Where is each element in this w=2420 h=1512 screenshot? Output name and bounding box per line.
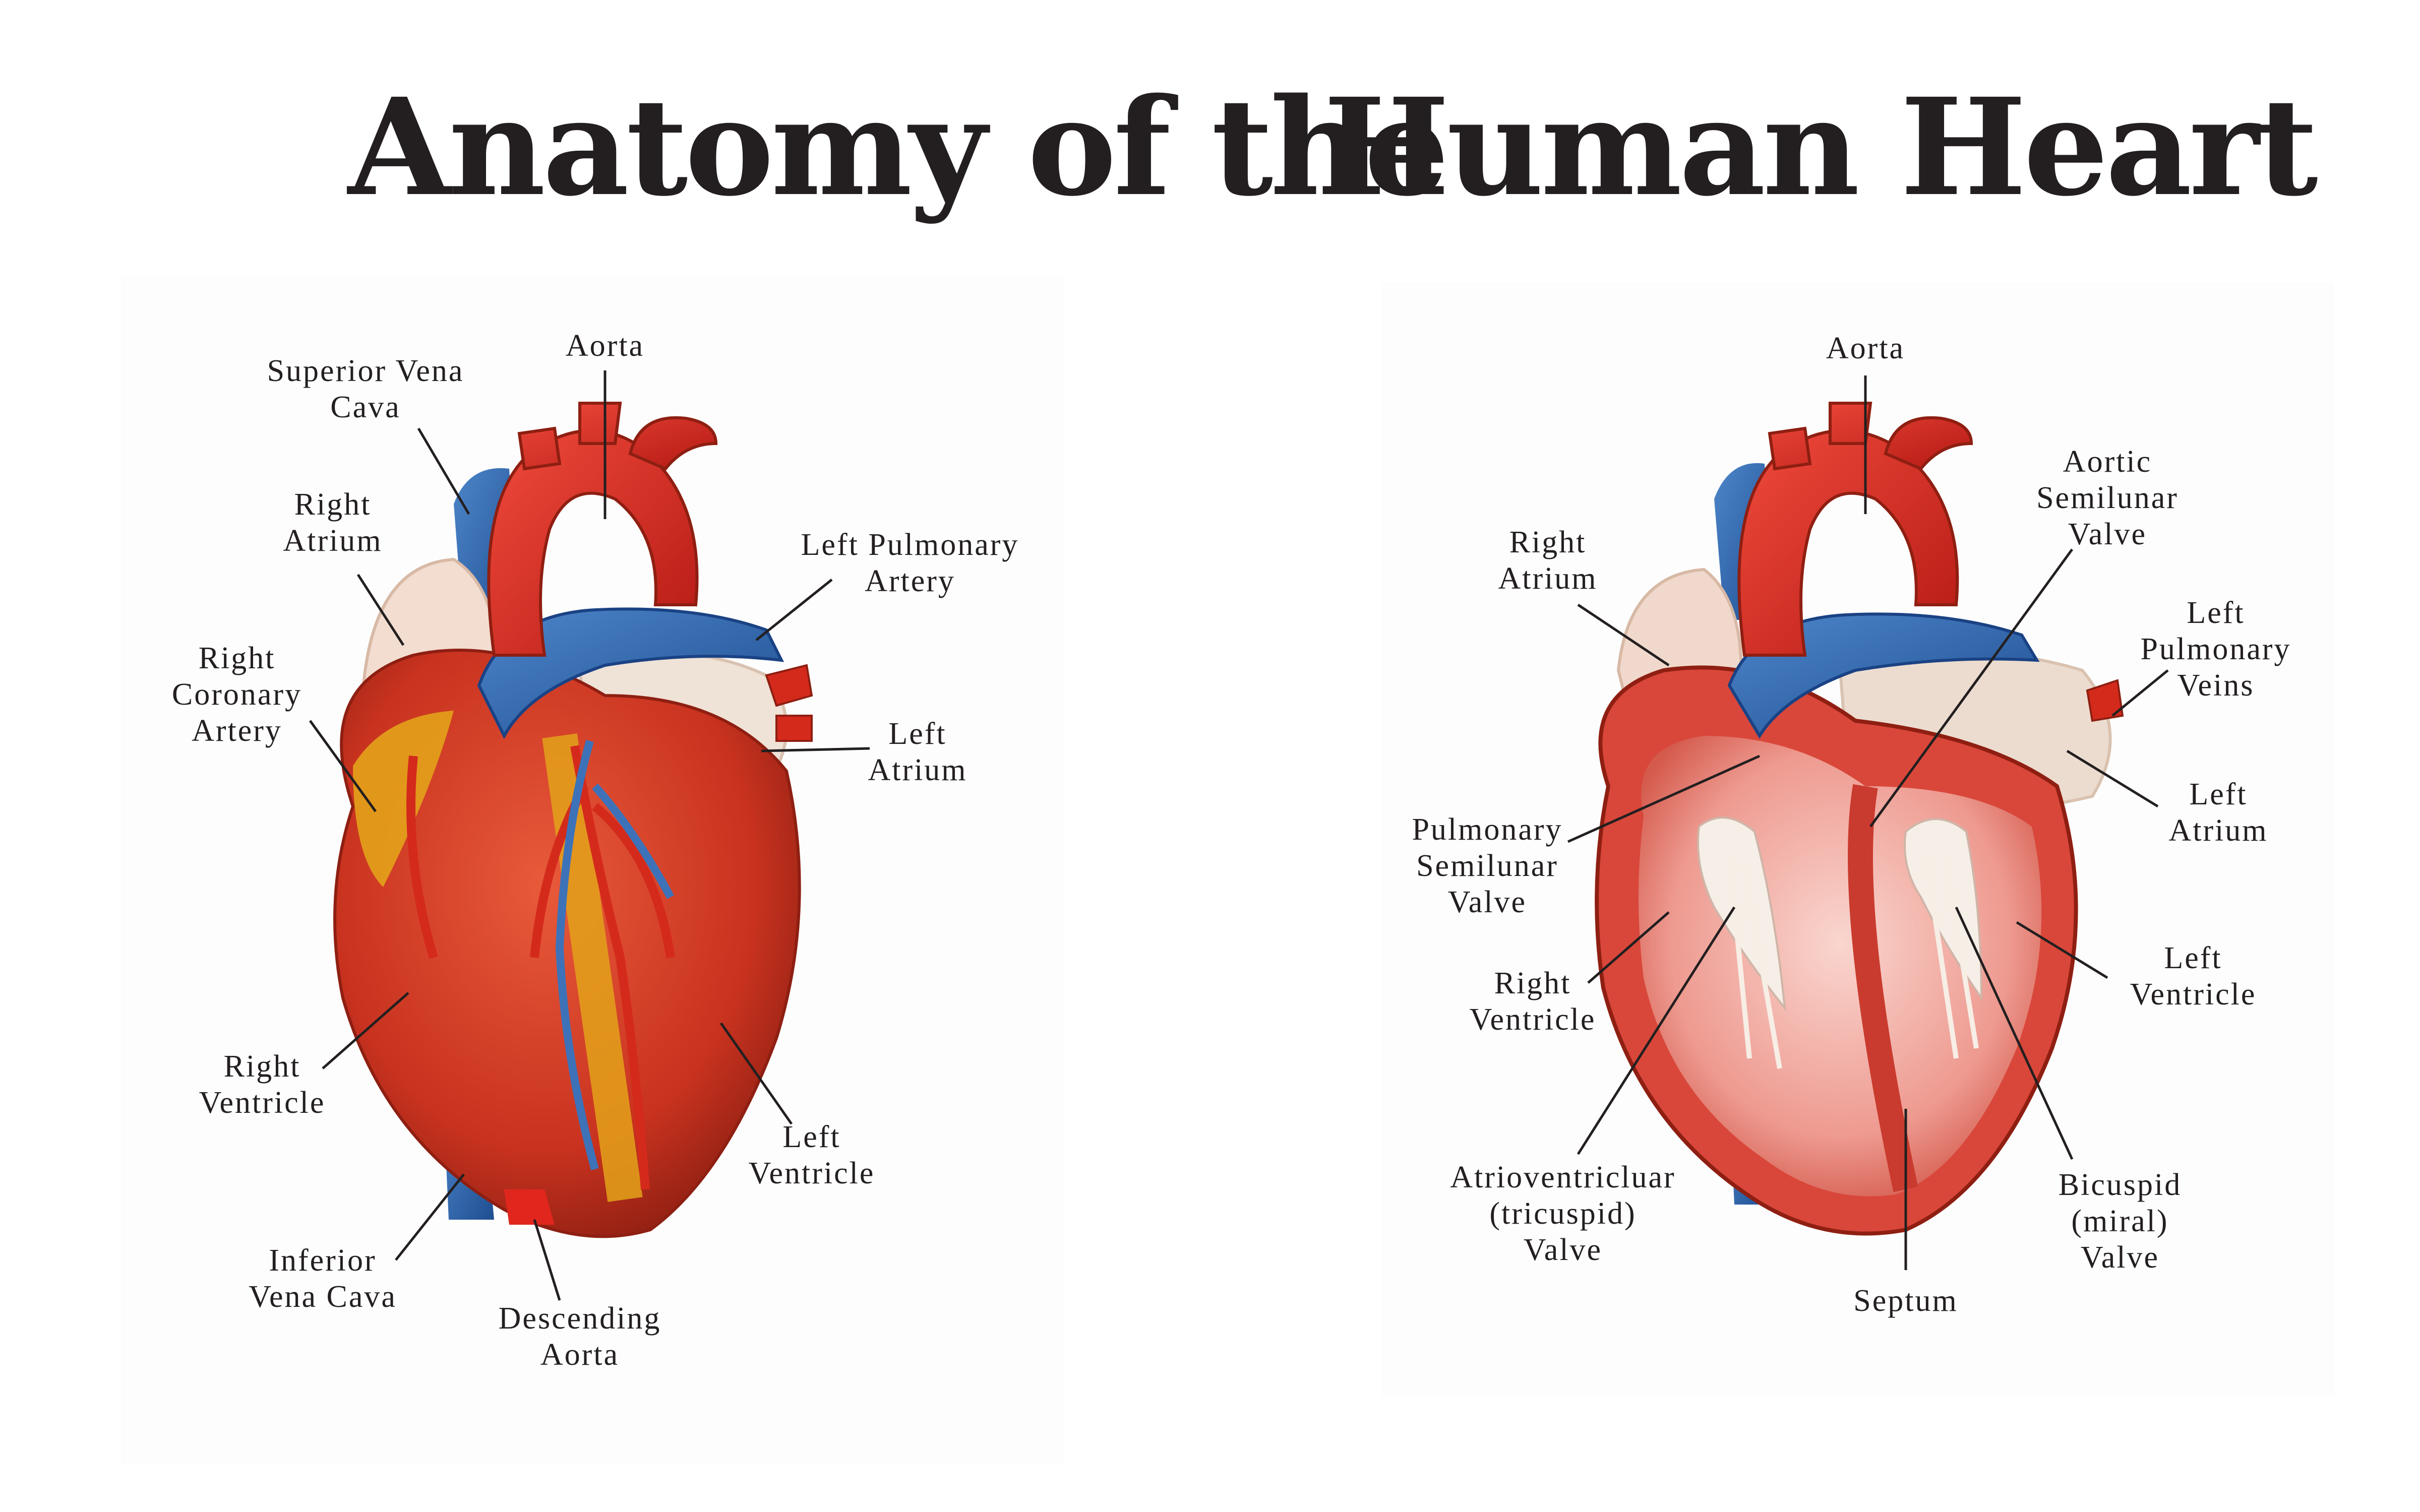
aortic-branches (517, 402, 718, 471)
title-part-1: Anatomy of the (348, 69, 1449, 226)
leader-left-pulmonary-artery (755, 579, 833, 641)
leader-bicuspid-valve (1955, 906, 2074, 1160)
pulmonary-veins-left (765, 664, 813, 742)
leader-superior-vena-cava (417, 427, 470, 515)
leader-left-atrium-right (2066, 749, 2159, 808)
septum-wall (1848, 784, 1918, 1192)
label-aorta-internal: Aorta (1826, 331, 1905, 365)
external-heart (333, 402, 813, 1238)
leader-right-coronary-artery (309, 720, 377, 812)
label-aorta-external: Aorta (565, 329, 645, 363)
leader-descending-aorta (533, 1219, 561, 1301)
chordae (1727, 856, 1979, 1069)
descending-aorta-vessel (504, 1189, 555, 1225)
title-part-2: Human Heart (1323, 69, 2318, 226)
aortic-arch-2 (1737, 429, 1959, 657)
interventricular-groove (542, 733, 643, 1202)
leader-left-ventricle-right (2016, 921, 2108, 979)
label-atrioventricular-valve: Atrioventricluar(tricuspid)Valve (1450, 1160, 1676, 1267)
leader-left-ventricle-left (719, 1022, 793, 1125)
leader-aortic-semilunar-valve (1869, 548, 2074, 828)
aortic-branches-2 (1768, 402, 1973, 471)
leader-right-atrium-right (1577, 603, 1670, 667)
leader-left-atrium-left (761, 747, 870, 752)
leader-right-ventricle-right (1587, 911, 1670, 984)
leader-atrioventricular-valve (1577, 906, 1736, 1155)
pulmonary-veins-left-2 (2086, 679, 2124, 722)
coronary-fat (353, 711, 454, 887)
label-bicuspid-valve: Bicuspid(miral)Valve (2058, 1168, 2182, 1275)
leader-right-atrium-left (356, 574, 405, 646)
coronary-arteries (406, 745, 675, 1190)
cardiac-veins (555, 739, 675, 1171)
leader-right-ventricle-left (322, 992, 409, 1069)
leader-lines (309, 370, 2169, 1301)
aortic-arch (487, 429, 699, 657)
label-septum: Septum (1853, 1284, 1958, 1318)
leader-pulmonary-semilunar-valve (1567, 754, 1761, 843)
leader-inferior-vena-cava (395, 1173, 465, 1261)
internal-heart (1595, 402, 2124, 1236)
leader-left-pulmonary-veins (2111, 669, 2169, 717)
pulmonary-trunk (477, 607, 784, 739)
heart-body (333, 649, 801, 1238)
